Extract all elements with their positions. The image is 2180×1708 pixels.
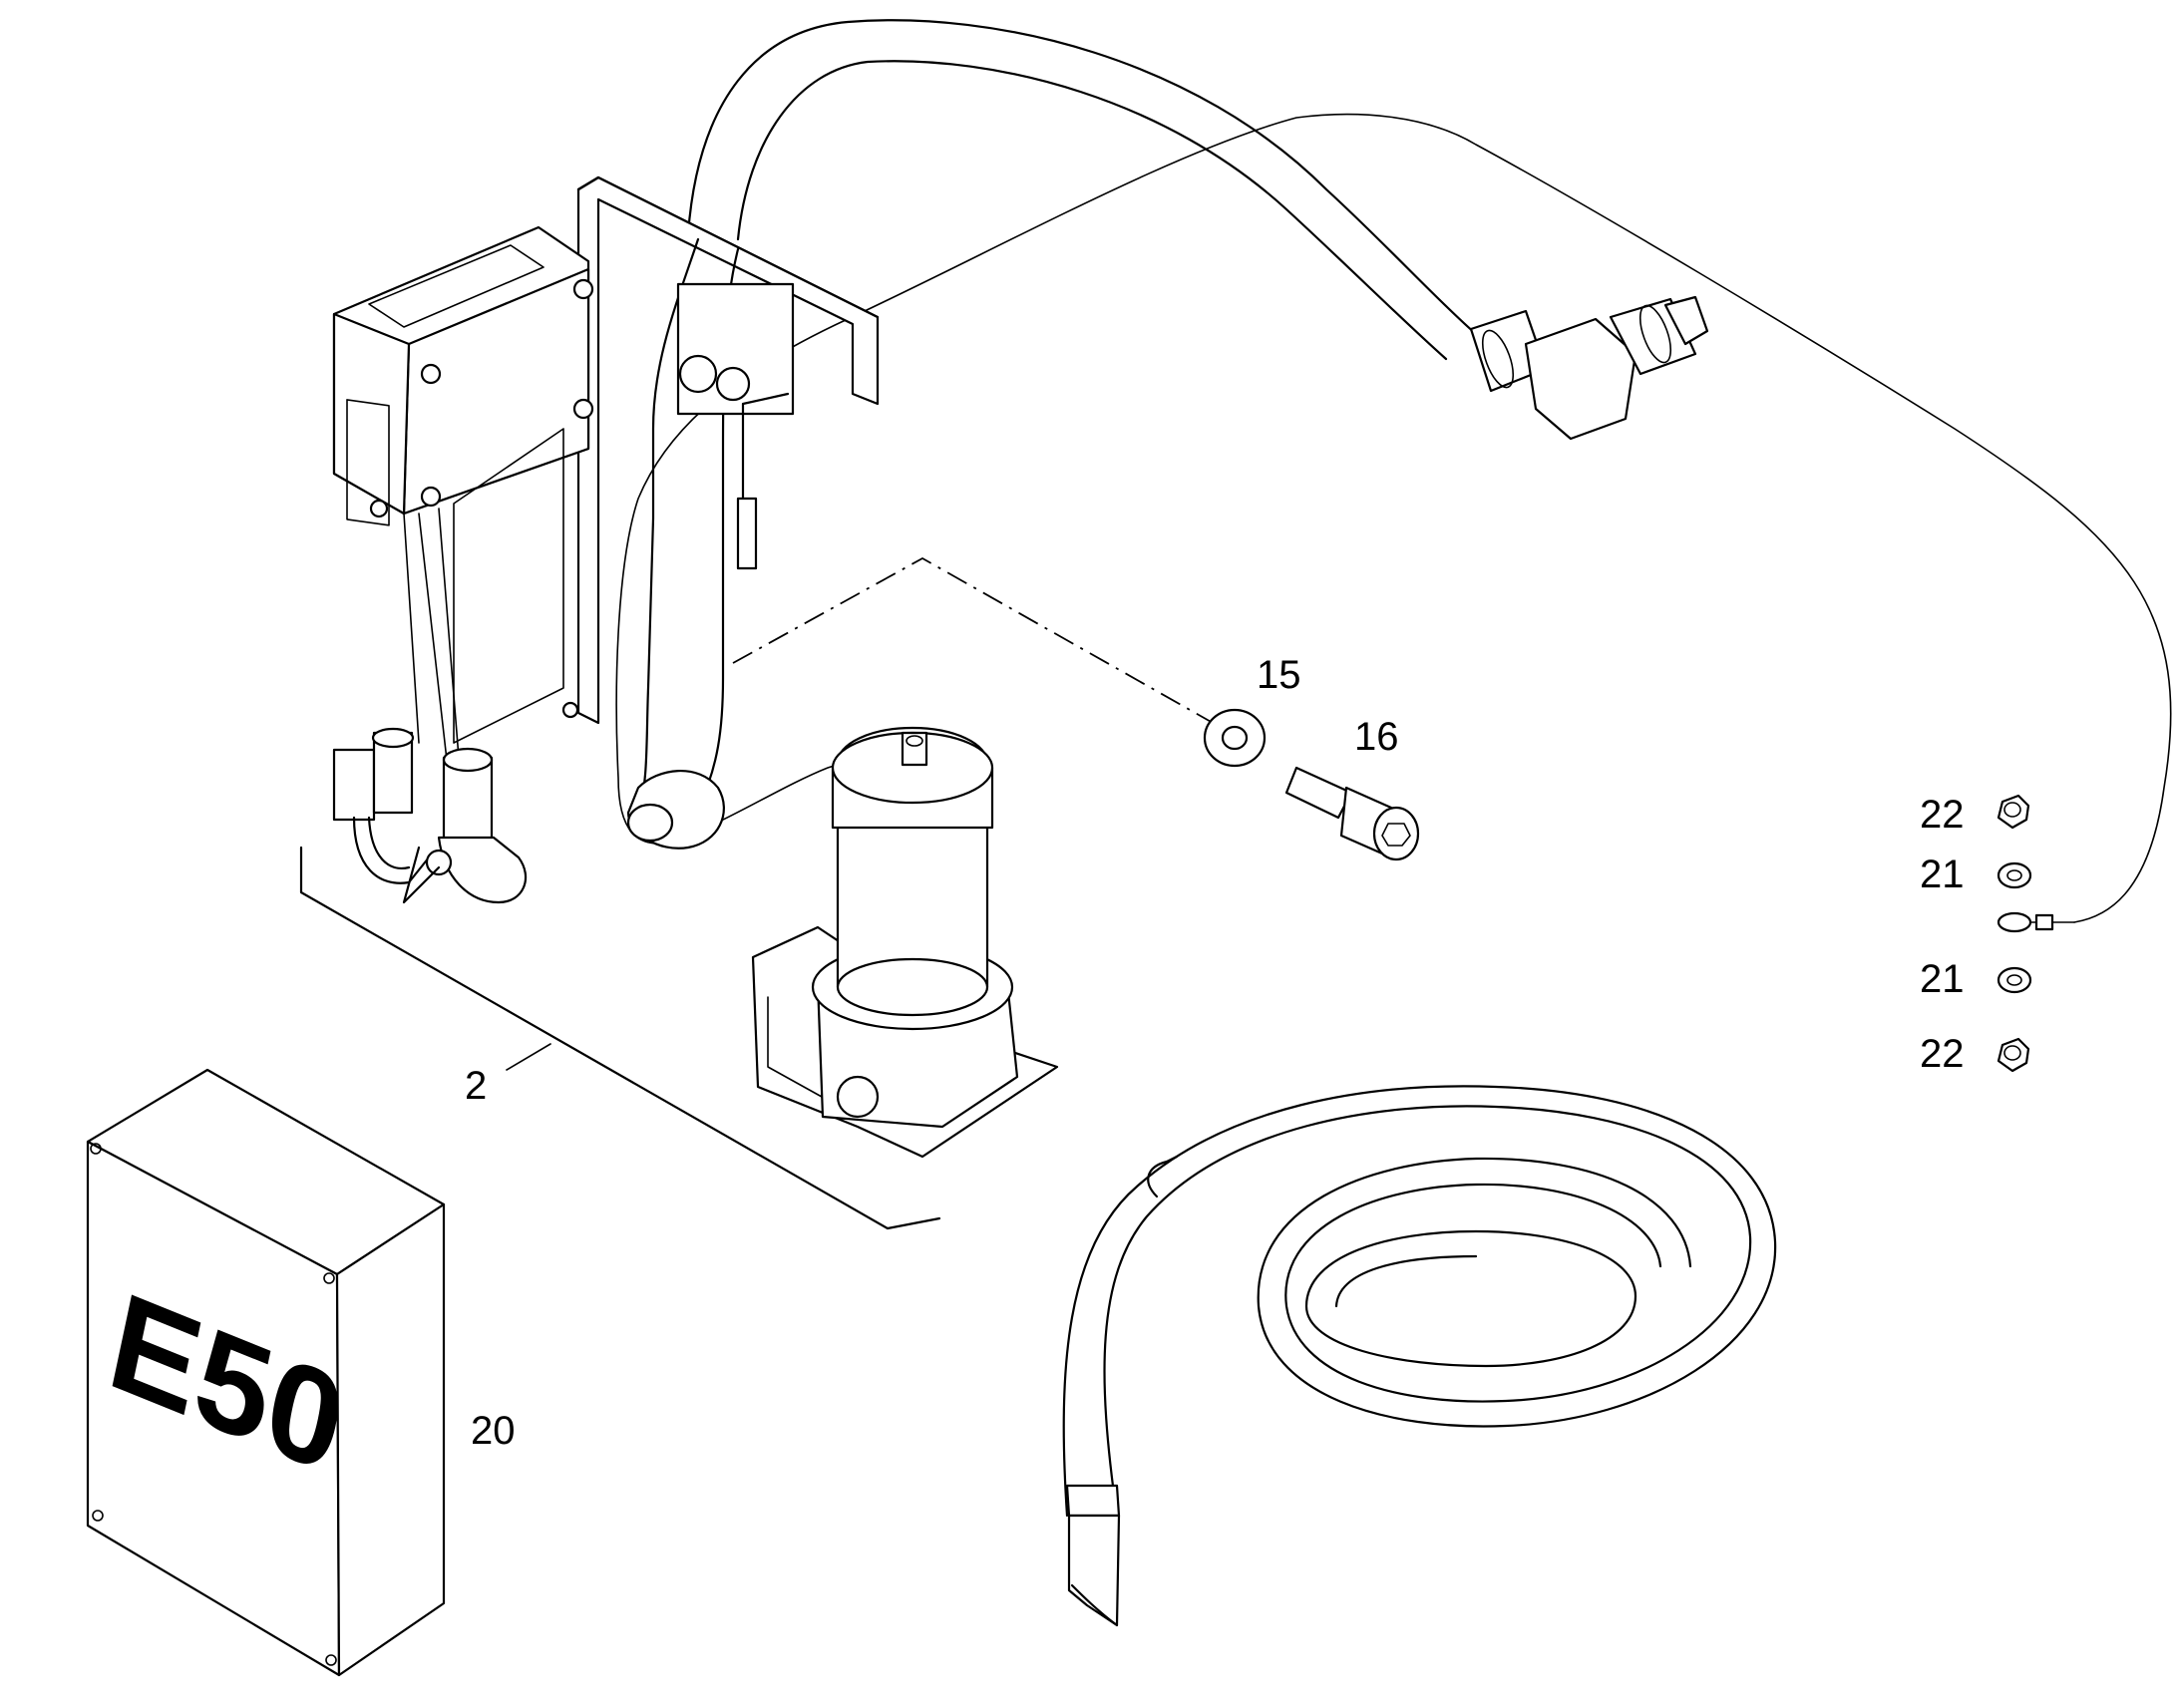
screw-icon [325, 1654, 337, 1666]
ring-terminal-icon [1997, 911, 2032, 933]
coiled-hose [1062, 1085, 1777, 1627]
centerline [732, 556, 1223, 729]
bolt-icon [572, 278, 594, 300]
screw-icon [323, 1272, 335, 1284]
cap-screw-16 [1284, 766, 1420, 861]
callout-2-leader [506, 1043, 551, 1071]
nut-22-top [1997, 794, 2030, 830]
screw-icon [90, 1143, 102, 1155]
screw-icon [92, 1510, 104, 1522]
callouts: 2 15 16 20 21 21 22 22 [465, 653, 1965, 1453]
bolt-icon [572, 398, 594, 420]
mounting-bracket [576, 175, 880, 725]
callout-20: 20 [471, 1409, 516, 1453]
callout-21-bottom: 21 [1920, 957, 1965, 1001]
pipe-down [626, 237, 795, 850]
upper-hose [686, 19, 1478, 361]
valve-assembly [332, 508, 528, 904]
bolt-icon [420, 363, 442, 385]
washer-15 [1203, 708, 1267, 768]
assembly-frame-lines [299, 846, 941, 1230]
bolt-icon [420, 486, 442, 508]
control-housing [332, 225, 594, 744]
bolt-icon [561, 701, 579, 719]
callout-16: 16 [1354, 715, 1399, 759]
callout-15: 15 [1257, 653, 1301, 697]
washer-21-bottom [1997, 966, 2032, 994]
elbow-fitting [1469, 295, 1709, 441]
callout-22-top: 22 [1920, 793, 1965, 837]
callout-21-top: 21 [1920, 853, 1965, 896]
callout-2: 2 [465, 1064, 487, 1108]
washer-21-top [1997, 861, 2032, 889]
enclosure-box-20: E50 [86, 1068, 446, 1677]
callout-22-bottom: 22 [1920, 1032, 1965, 1076]
filter-canister [751, 726, 1059, 1159]
bolt-icon [369, 499, 389, 518]
nut-22-bottom [1997, 1037, 2030, 1073]
